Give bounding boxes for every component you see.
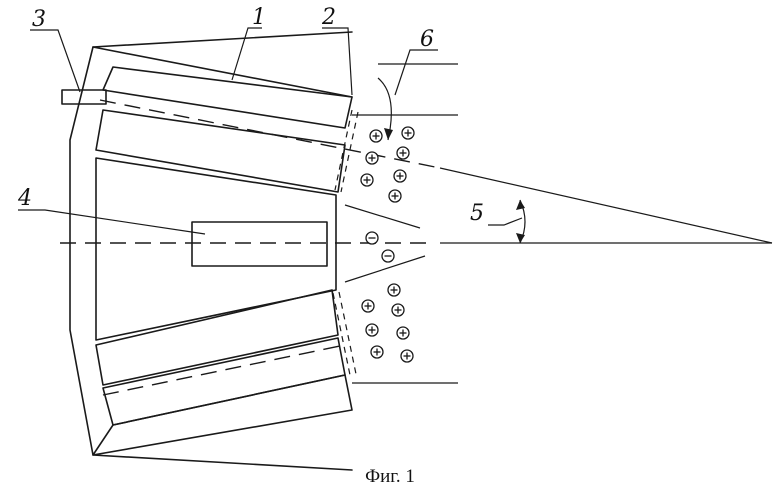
label-6: 6 bbox=[420, 27, 434, 52]
lower-outer-block bbox=[93, 375, 352, 455]
lower-beam-axis bbox=[103, 345, 345, 395]
gas-inlet-tube bbox=[62, 90, 106, 104]
leader-6 bbox=[395, 50, 438, 95]
leader-3 bbox=[30, 30, 80, 92]
positive-ion bbox=[370, 130, 382, 142]
label-3: 3 bbox=[32, 7, 46, 32]
leader-1 bbox=[232, 28, 262, 80]
positive-ion bbox=[371, 346, 383, 358]
positive-ion bbox=[394, 170, 406, 182]
figure-caption: Фиг. 1 bbox=[0, 466, 780, 488]
cathode bbox=[192, 222, 327, 266]
upper-magnet-block bbox=[103, 67, 352, 128]
lower-magnet-block bbox=[103, 338, 345, 425]
positive-ion bbox=[397, 327, 409, 339]
positive-ion bbox=[388, 284, 400, 296]
positive-ion bbox=[397, 147, 409, 159]
positive-ion bbox=[389, 190, 401, 202]
positive-ion bbox=[366, 152, 378, 164]
deflector-upper bbox=[345, 205, 420, 228]
label-5: 5 bbox=[470, 201, 484, 226]
positive-ion bbox=[402, 127, 414, 139]
leader-5 bbox=[488, 218, 522, 225]
negative-ion bbox=[382, 250, 394, 262]
positive-ion bbox=[392, 304, 404, 316]
positive-ion bbox=[366, 324, 378, 336]
lower-inner-block bbox=[96, 290, 338, 385]
label-1: 1 bbox=[252, 5, 266, 30]
leader-4 bbox=[18, 210, 205, 234]
convergence-line bbox=[440, 168, 772, 243]
negative-ion-group bbox=[366, 232, 394, 262]
angle-6-arrow bbox=[384, 128, 393, 140]
label-4: 4 bbox=[17, 186, 32, 211]
leader-2 bbox=[322, 28, 352, 95]
negative-ion bbox=[366, 232, 378, 244]
housing-top-edge bbox=[93, 47, 352, 97]
positive-ion bbox=[401, 350, 413, 362]
positive-ion-group-lower bbox=[362, 284, 413, 362]
positive-ion bbox=[362, 300, 374, 312]
label-2: 2 bbox=[321, 5, 336, 30]
positive-ion bbox=[361, 174, 373, 186]
